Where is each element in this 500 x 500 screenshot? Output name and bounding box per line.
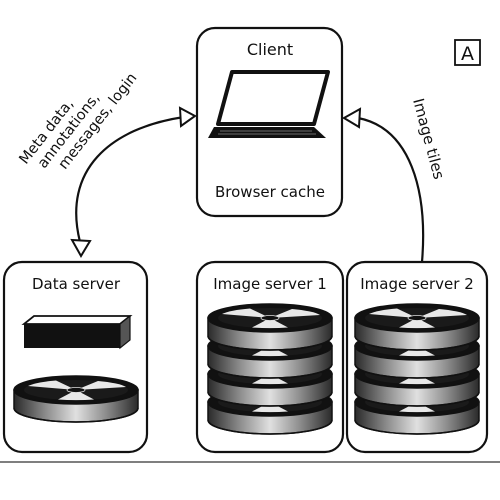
panel-label: A xyxy=(461,43,474,65)
image-server-2-title: Image server 2 xyxy=(360,275,474,293)
metadata-connection: Meta data, annotations, messages, login xyxy=(17,49,197,258)
image-server-2-box: Image server 2 xyxy=(345,260,489,454)
laptop-icon xyxy=(208,70,330,138)
disk-reel-icon xyxy=(13,375,139,423)
disk-reel-icon xyxy=(354,303,480,351)
panel-label-box: A xyxy=(454,39,481,66)
data-server-box: Data server xyxy=(2,260,149,454)
hard-drive-icon xyxy=(21,314,133,350)
metadata-label: Meta data, annotations, messages, login xyxy=(17,49,141,188)
data-server-title: Data server xyxy=(32,275,121,293)
arrowhead-to-client xyxy=(342,107,362,129)
arrowhead-to-data-server xyxy=(70,238,92,258)
image-tiles-connection: Image tiles xyxy=(342,96,448,263)
client-title: Client xyxy=(247,40,293,59)
arrowhead-to-client xyxy=(178,106,197,128)
image-server-1-box: Image server 1 xyxy=(195,260,345,454)
disk-reel-icon xyxy=(207,303,333,351)
image-tiles-label: Image tiles xyxy=(409,96,448,181)
browser-cache-label: Browser cache xyxy=(215,183,325,201)
image-server-1-title: Image server 1 xyxy=(213,275,327,293)
client-box: Client Browser cache xyxy=(195,26,344,218)
